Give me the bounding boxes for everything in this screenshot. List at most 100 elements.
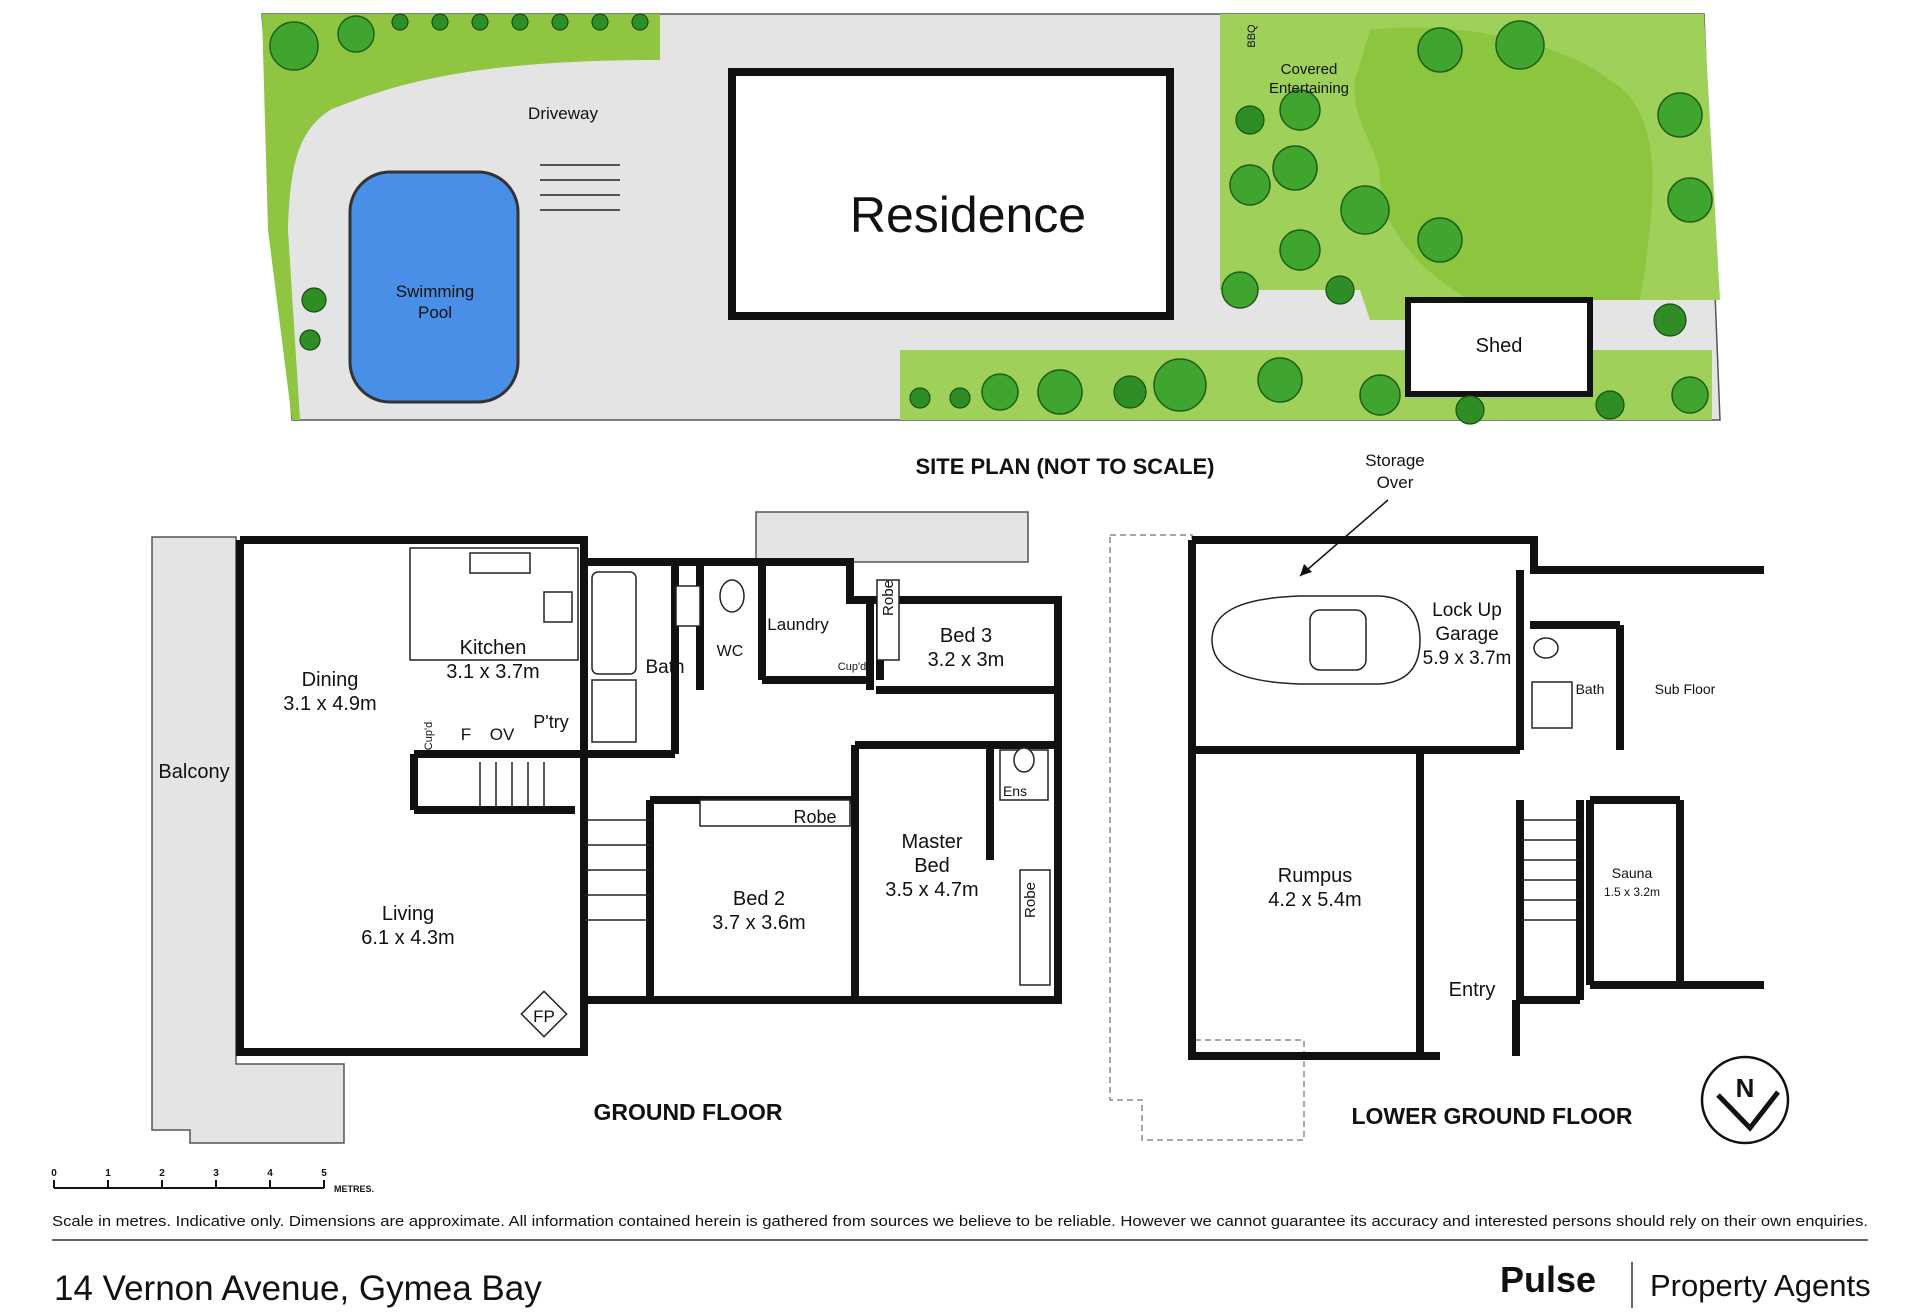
entry-label: Entry <box>1449 979 1496 1001</box>
living-label: Living <box>382 903 434 925</box>
storage-arrow-head <box>1300 564 1312 576</box>
garage-line2: Garage <box>1435 624 1498 645</box>
oven-label: OV <box>490 725 515 744</box>
bed3-robe <box>876 579 900 661</box>
ground-floor-title: GROUND FLOOR <box>593 1099 782 1125</box>
lower-shower <box>1531 681 1573 729</box>
property-address: 14 Vernon Avenue, Gymea Bay <box>54 1269 542 1308</box>
driveway-label: Driveway <box>528 104 598 123</box>
cooktop <box>543 591 573 623</box>
laundry-label: Laundry <box>767 615 829 634</box>
master-bed-line1: Master <box>901 831 962 853</box>
dining-size: 3.1 x 4.9m <box>283 693 376 715</box>
fridge-label: F <box>461 725 471 744</box>
kitchen-sink <box>469 552 531 574</box>
scale-tick-0: 0 <box>51 1168 57 1179</box>
ground-stairs <box>479 762 650 921</box>
side-lawn <box>268 230 300 420</box>
bath-label: Bath <box>645 657 684 678</box>
living-size: 6.1 x 4.3m <box>361 927 454 949</box>
ensuite-label: Ens <box>1003 783 1027 799</box>
kitchen-label: Kitchen <box>460 637 527 659</box>
scale-tick-5: 5 <box>321 1168 327 1179</box>
vanity <box>675 585 701 627</box>
storage-over-line2: Over <box>1377 473 1414 492</box>
sauna-label: Sauna <box>1612 865 1653 881</box>
bbq-label: BBQ <box>1246 24 1258 48</box>
residence-label: Residence <box>850 187 1086 243</box>
bathtub <box>591 571 637 675</box>
cupd-label-kitchen: Cup'd <box>423 722 435 750</box>
shed-label: Shed <box>1476 335 1523 357</box>
swimming-pool <box>348 170 520 404</box>
wc-label: WC <box>717 643 744 660</box>
bed2-robe-rail <box>699 799 851 827</box>
robe-label-bed2: Robe <box>793 807 836 827</box>
covered-entertaining-line2: Entertaining <box>1269 80 1349 97</box>
living-dining-walls <box>236 536 588 1056</box>
front-lawn <box>262 14 660 230</box>
kitchen-size: 3.1 x 3.7m <box>446 661 539 683</box>
scale-tick-1: 1 <box>105 1168 111 1179</box>
covered-entertaining-line1: Covered <box>1281 61 1338 78</box>
scale-tick-3: 3 <box>213 1168 219 1179</box>
agency-logo-pulse: Pulse <box>1500 1259 1596 1300</box>
fireplace-label: FP <box>533 1007 555 1026</box>
dining-label: Dining <box>302 669 359 691</box>
bedroom-wing-walls <box>584 558 1062 1004</box>
north-label: N <box>1736 1073 1755 1103</box>
scale-tick-2: 2 <box>159 1168 165 1179</box>
lower-bath-label: Bath <box>1576 681 1605 697</box>
terrace-area <box>755 511 1029 563</box>
disclaimer-text: Scale in metres. Indicative only. Dimens… <box>52 1214 1868 1230</box>
scale-tick-4: 4 <box>267 1168 273 1179</box>
site-stairs <box>540 164 620 211</box>
toilet-wc <box>719 579 745 613</box>
lower-ground-floor-title: LOWER GROUND FLOOR <box>1351 1103 1632 1129</box>
shed-building <box>1405 297 1593 397</box>
lower-west-wall <box>1188 540 1440 1060</box>
storage-over-line1: Storage <box>1365 451 1425 470</box>
scale-unit: METRES. <box>334 1184 374 1194</box>
sub-floor-label: Sub Floor <box>1655 681 1716 697</box>
garage-top-wall <box>1192 536 1764 574</box>
robe-label-bed3: Robe <box>880 580 897 616</box>
master-robe <box>1019 869 1051 986</box>
storage-arrow <box>1299 499 1389 577</box>
rumpus-size: 4.2 x 5.4m <box>1268 889 1361 911</box>
pantry-label: P'try <box>533 712 568 732</box>
north-arrow-icon: N <box>1700 1055 1790 1145</box>
site-plants <box>269 13 1713 425</box>
lower-stairs <box>1522 819 1578 921</box>
ground-floor-plan: Dining 3.1 x 4.9m Kitchen 3.1 x 3.7m Cup… <box>151 511 1062 1144</box>
pool-label-line2: Pool <box>418 303 452 322</box>
site-plan: Driveway Swimming Pool Residence Covered… <box>261 13 1721 479</box>
master-bed-line2: Bed <box>914 855 950 877</box>
cupd-label-laundry: Cup'd <box>838 661 866 673</box>
residence-building <box>728 68 1174 320</box>
shower <box>591 679 637 743</box>
scale-bar: 0 1 2 3 4 5 METRES. <box>51 1168 374 1194</box>
lower-interior-walls <box>1192 570 1764 1056</box>
garage-line1: Lock Up <box>1432 600 1502 621</box>
pool-label-line1: Swimming <box>396 282 474 301</box>
bed3-size: 3.2 x 3m <box>928 649 1005 671</box>
lower-toilet <box>1533 637 1559 659</box>
bed3-label: Bed 3 <box>940 625 992 647</box>
bed2-size: 3.7 x 3.6m <box>712 912 805 934</box>
fireplace-symbol <box>520 990 568 1038</box>
car-symbol <box>1211 595 1421 685</box>
agency-logo-property-agents: Property Agents <box>1650 1268 1871 1303</box>
robe-label-master: Robe <box>1022 882 1039 918</box>
master-bed-size: 3.5 x 4.7m <box>885 879 978 901</box>
rumpus-label: Rumpus <box>1278 865 1352 887</box>
bed2-label: Bed 2 <box>733 888 785 910</box>
site-plan-title: SITE PLAN (NOT TO SCALE) <box>915 454 1214 479</box>
balcony-label: Balcony <box>158 761 229 783</box>
ensuite-toilet <box>1013 747 1035 773</box>
garage-size: 5.9 x 3.7m <box>1423 648 1512 669</box>
lower-ground-floor-plan: Storage Over Lock Up Garage 5.9 x 3.7m B… <box>1109 451 1790 1145</box>
sauna-size: 1.5 x 3.2m <box>1604 885 1660 899</box>
